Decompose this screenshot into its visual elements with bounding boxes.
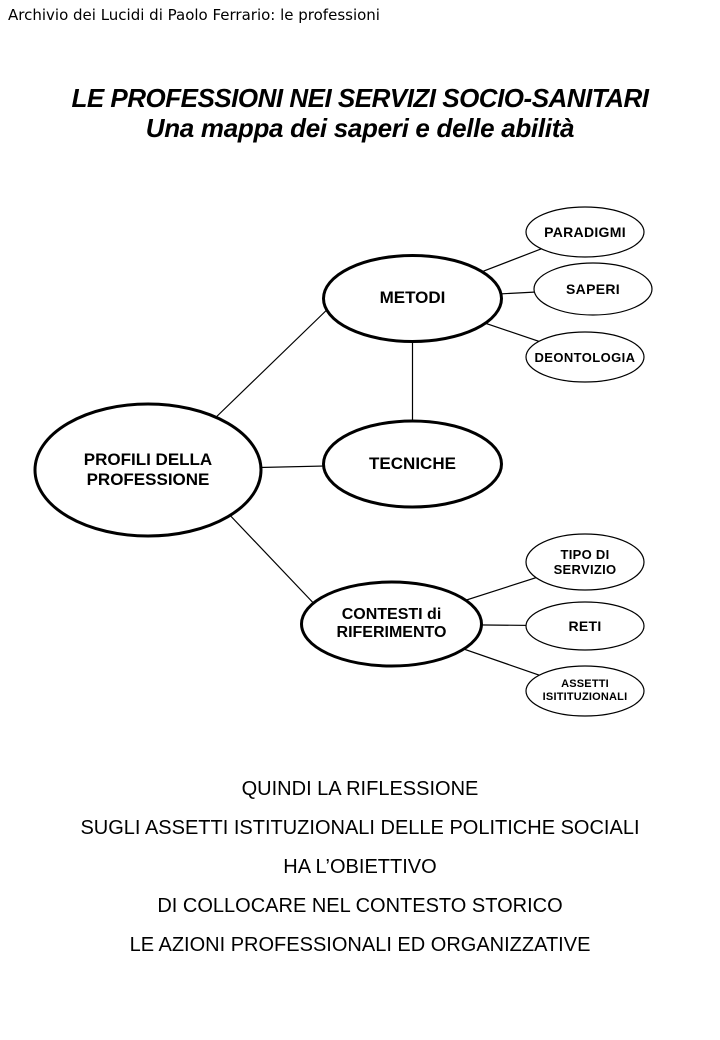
node-reti-ellipse [525,601,645,651]
node-saperi-ellipse [533,262,653,316]
node-metodi-ellipse [322,254,503,343]
node-label-assetti: ASSETTI ISITITUZIONALI [542,678,628,703]
edge-profili-contesti [224,509,321,611]
title-line-2: Una mappa dei saperi e delle abilità [145,113,575,143]
node-label-paradigmi: PARADIGMI [544,224,626,240]
conclusion-line-1: QUINDI LA RIFLESSIONE [241,778,479,800]
node-label-tipo-servizio: TIPO DI SERVIZIO [553,547,617,577]
conclusion-line-3: HA L’OBIETTIVO [283,856,437,878]
node-deontologia-ellipse [525,331,645,383]
conclusion-line-5: LE AZIONI PROFESSIONALI ED ORGANIZZATIVE [129,934,591,956]
node-label-contesti: CONTESTI di RIFERIMENTO [336,606,447,641]
node-paradigmi-ellipse [525,206,645,258]
node-label-saperi: SAPERI [566,281,620,297]
node-label-deontologia: DEONTOLOGIA [534,349,636,365]
nodes [33,206,653,717]
node-tipo-servizio-ellipse [525,533,645,591]
node-label-profili: PROFILI DELLA PROFESSIONE [83,450,213,489]
title-line-1: LE PROFESSIONI NEI SERVIZI SOCIO-SANITAR… [71,83,649,113]
node-profili-ellipse [33,402,263,538]
node-contesti-ellipse [300,580,483,668]
conclusion-line-2: SUGLI ASSETTI ISTITUZIONALI DELLE POLITI… [80,817,640,839]
slide-title: LE PROFESSIONI NEI SERVIZI SOCIO-SANITAR… [0,83,720,143]
node-tecniche-ellipse [322,419,503,509]
node-label-tecniche: TECNICHE [369,454,456,473]
node-assetti-ellipse [525,665,645,717]
archive-header-text: Archivio dei Lucidi di Paolo Ferrario: l… [8,6,380,24]
conclusion-text: QUINDI LA RIFLESSIONE SUGLI ASSETTI ISTI… [0,770,720,965]
edge-profili-metodi [209,301,336,424]
conclusion-line-4: DI COLLOCARE NEL CONTESTO STORICO [157,895,563,917]
node-label-metodi: METODI [379,288,446,307]
node-label-reti: RETI [568,618,602,634]
